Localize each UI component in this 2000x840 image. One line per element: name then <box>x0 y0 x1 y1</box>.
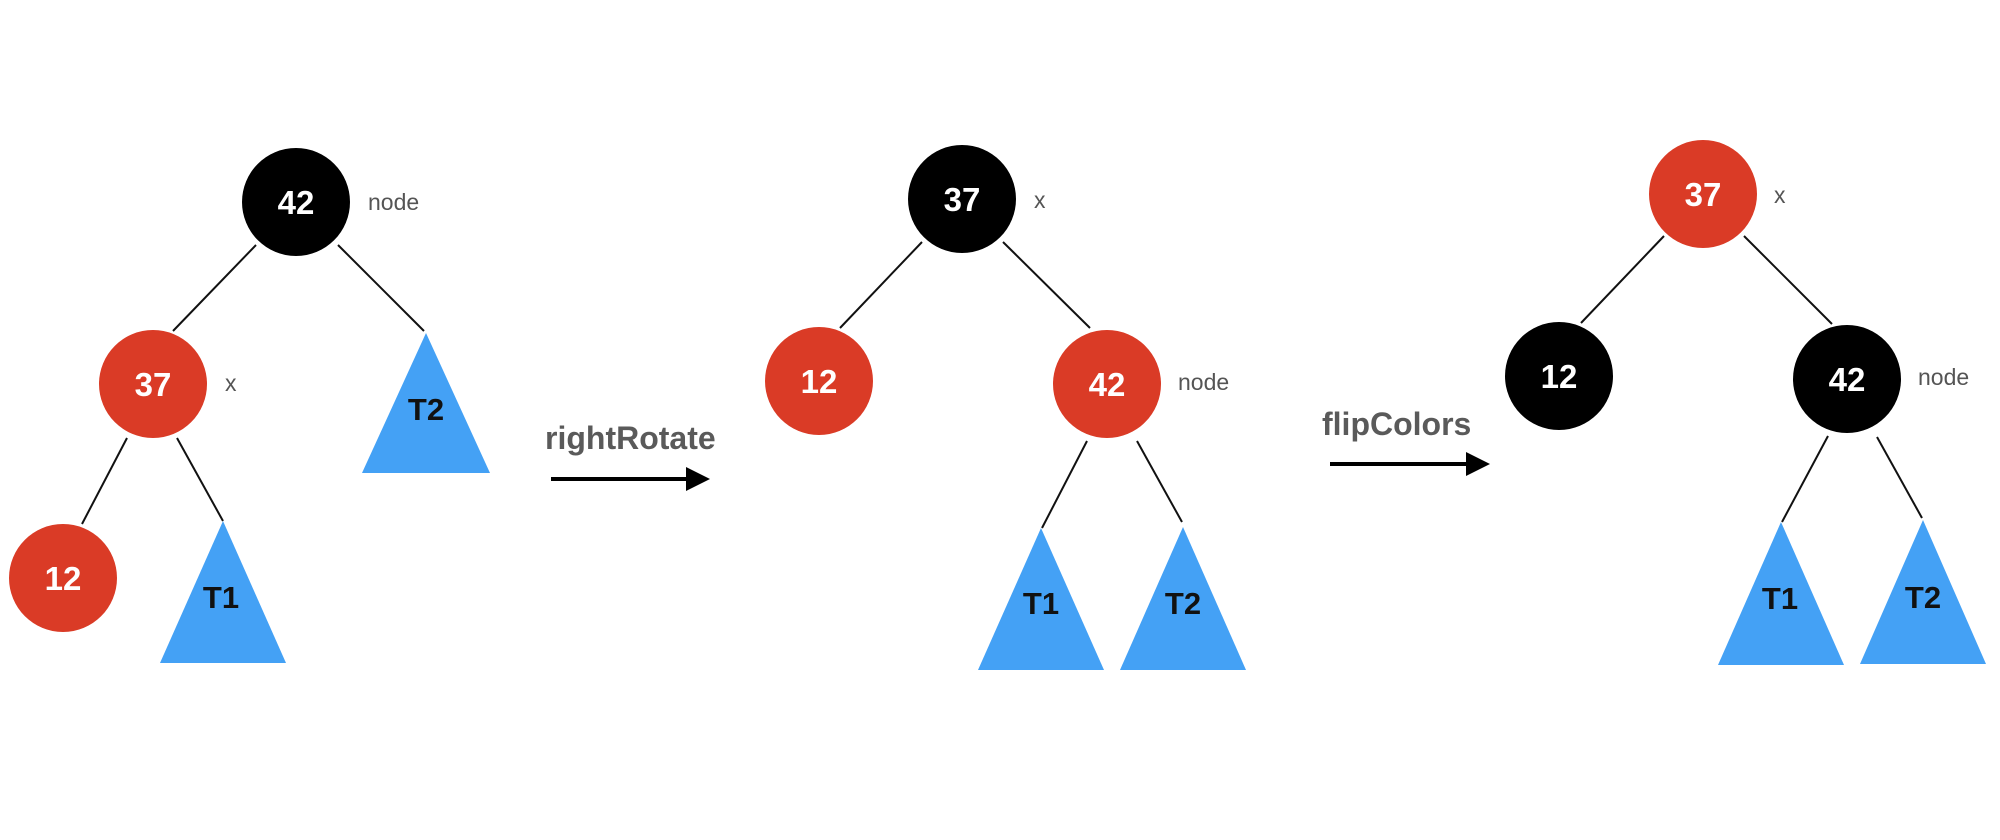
node-circle: 37 <box>908 145 1016 253</box>
node-circle: 42 <box>1053 330 1161 438</box>
edge-37-42 <box>1743 235 1833 325</box>
node-37-circle <box>908 145 1016 253</box>
node-12-circle <box>765 327 873 435</box>
subtree-t2-label: T2 <box>1905 580 1941 615</box>
node-circle: 42 <box>1793 325 1901 433</box>
subtree-triangle: T2 <box>1120 527 1246 670</box>
node-12-circle <box>9 524 117 632</box>
edge-42-t1 <box>1041 440 1088 529</box>
subtree-t1-shape <box>1718 522 1844 665</box>
node-circle: 12 <box>9 524 117 632</box>
operation-flip-colors: flipColors <box>1322 406 1490 476</box>
stage-3-tree: 37 x 12 42 node T1 T2 <box>1505 140 1986 665</box>
subtree-t2-label: T2 <box>408 392 444 427</box>
edge-37-t1 <box>176 437 224 522</box>
node-circle: 37 <box>99 330 207 438</box>
edge-37-42 <box>1002 241 1091 329</box>
node-42-circle <box>242 148 350 256</box>
node-37-circle <box>1649 140 1757 248</box>
edge-42-t2 <box>1136 440 1183 523</box>
right-arrow-icon <box>1466 452 1490 476</box>
x-label: x <box>1774 182 1786 208</box>
node-42-value: 42 <box>1089 366 1126 403</box>
node-42-circle <box>1053 330 1161 438</box>
edge-42-t2 <box>337 244 425 332</box>
stage-1-tree: 42 node 37 x 12 T1 T2 <box>9 148 490 663</box>
node-37-value: 37 <box>1685 176 1722 213</box>
right-rotate-label: rightRotate <box>545 420 716 456</box>
x-label: x <box>1034 187 1046 213</box>
subtree-triangle: T2 <box>1860 520 1986 664</box>
subtree-t2-shape <box>1860 520 1986 664</box>
flip-colors-label: flipColors <box>1322 406 1471 442</box>
stage-2-tree: 37 x 12 42 node T1 T2 <box>765 145 1246 670</box>
node-37-value: 37 <box>135 366 172 403</box>
subtree-triangle: T1 <box>160 521 286 663</box>
node-42-value: 42 <box>278 184 315 221</box>
subtree-t1-label: T1 <box>1762 581 1798 616</box>
node-circle: 42 <box>242 148 350 256</box>
edge-37-12 <box>1580 235 1665 324</box>
subtree-t1-label: T1 <box>1023 586 1059 621</box>
subtree-triangle: T1 <box>978 528 1104 670</box>
subtree-t1-shape <box>978 528 1104 670</box>
operation-right-rotate: rightRotate <box>545 420 716 491</box>
subtree-t2-shape <box>362 333 490 473</box>
node-12-circle <box>1505 322 1613 430</box>
node-42-circle <box>1793 325 1901 433</box>
edge-42-37 <box>172 244 257 332</box>
subtree-t1-shape <box>160 521 286 663</box>
edge-37-12 <box>839 241 923 329</box>
node-label: node <box>1178 369 1229 395</box>
node-37-circle <box>99 330 207 438</box>
node-12-value: 12 <box>1541 358 1578 395</box>
node-12-value: 12 <box>801 363 838 400</box>
node-label: node <box>368 189 419 215</box>
edge-42-t2 <box>1876 436 1923 519</box>
node-label: node <box>1918 364 1969 390</box>
subtree-t2-label: T2 <box>1165 586 1201 621</box>
right-arrow-icon <box>686 467 710 491</box>
subtree-triangle: T1 <box>1718 522 1844 665</box>
subtree-t2-shape <box>1120 527 1246 670</box>
subtree-triangle: T2 <box>362 333 490 473</box>
edge-42-t1 <box>1781 435 1829 523</box>
node-37-value: 37 <box>944 181 981 218</box>
subtree-t1-label: T1 <box>203 580 239 615</box>
node-42-value: 42 <box>1829 361 1866 398</box>
node-circle: 12 <box>765 327 873 435</box>
x-label: x <box>225 370 237 396</box>
node-circle: 12 <box>1505 322 1613 430</box>
edge-37-12 <box>81 437 128 525</box>
node-12-value: 12 <box>45 560 82 597</box>
node-circle: 37 <box>1649 140 1757 248</box>
